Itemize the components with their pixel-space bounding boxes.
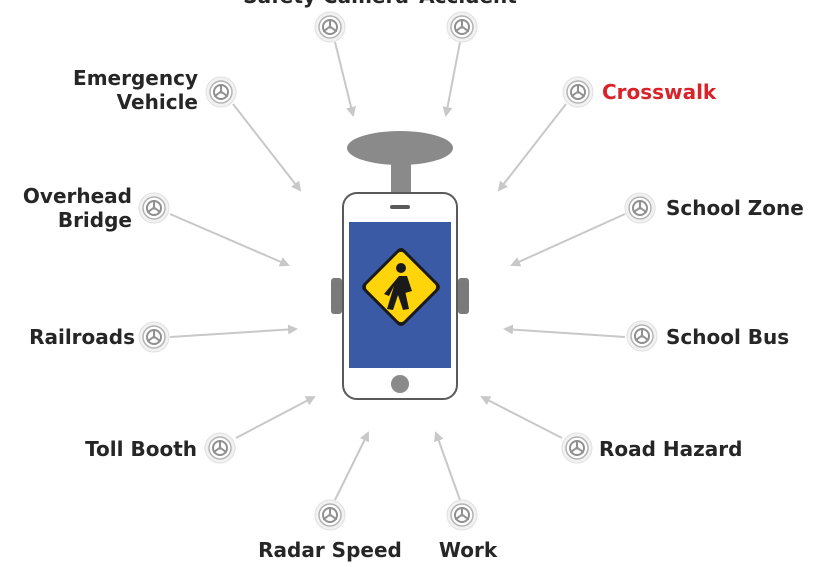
arrow-railroads bbox=[169, 324, 298, 338]
alert-target-icon bbox=[446, 499, 478, 531]
alert-target-icon bbox=[624, 192, 656, 224]
phone-mount bbox=[331, 131, 469, 314]
alert-target-icon bbox=[626, 320, 658, 352]
label-railroads: Railroads bbox=[29, 325, 135, 349]
alert-target-icon bbox=[138, 192, 170, 224]
label-work: Work bbox=[438, 538, 498, 562]
alert-target-icon bbox=[204, 432, 236, 464]
label-overhead-bridge: Overhead Bridge bbox=[22, 184, 132, 232]
arrow-crosswalk bbox=[497, 103, 567, 192]
alert-target-icon bbox=[138, 321, 170, 353]
phone-speaker bbox=[390, 205, 410, 209]
label-emergency-vehicle: Emergency Vehicle bbox=[73, 66, 198, 114]
arrow-road-hazard bbox=[480, 396, 563, 439]
suction-cup bbox=[347, 131, 453, 165]
alert-target-icon bbox=[446, 11, 478, 43]
pedestrian-crossing-sign-icon bbox=[362, 248, 440, 326]
label-road-hazard: Road Hazard bbox=[599, 437, 743, 461]
arrow-school-bus bbox=[503, 324, 626, 338]
alert-target-icon bbox=[562, 76, 594, 108]
home-button bbox=[391, 375, 409, 393]
alert-target-icon bbox=[561, 432, 593, 464]
side-clip-right bbox=[458, 278, 469, 314]
arrow-toll-booth bbox=[235, 396, 316, 439]
arrow-work bbox=[433, 431, 461, 501]
alert-target-icon bbox=[314, 11, 346, 43]
arrow-emergency-vehicle bbox=[232, 103, 302, 192]
alert-target-icon bbox=[314, 499, 346, 531]
label-school-zone: School Zone bbox=[666, 196, 804, 220]
arrow-school-zone bbox=[510, 213, 626, 267]
arrow-overhead-bridge bbox=[169, 213, 290, 267]
mount-arm bbox=[391, 153, 411, 196]
label-crosswalk: Crosswalk bbox=[602, 80, 717, 104]
label-top-right: Accident bbox=[419, 0, 517, 8]
label-top-left: Safety Camera bbox=[243, 0, 409, 8]
arrow-safety-camera bbox=[334, 41, 356, 117]
label-toll-booth: Toll Booth bbox=[85, 437, 197, 461]
arrow-accident bbox=[442, 41, 461, 117]
connector-arrows bbox=[169, 41, 626, 501]
label-school-bus: School Bus bbox=[666, 325, 790, 349]
side-clip-left bbox=[331, 278, 342, 314]
arrow-radar-speed bbox=[334, 431, 369, 501]
alert-target-icon bbox=[205, 76, 237, 108]
label-radar-speed: Radar Speed bbox=[258, 538, 402, 562]
